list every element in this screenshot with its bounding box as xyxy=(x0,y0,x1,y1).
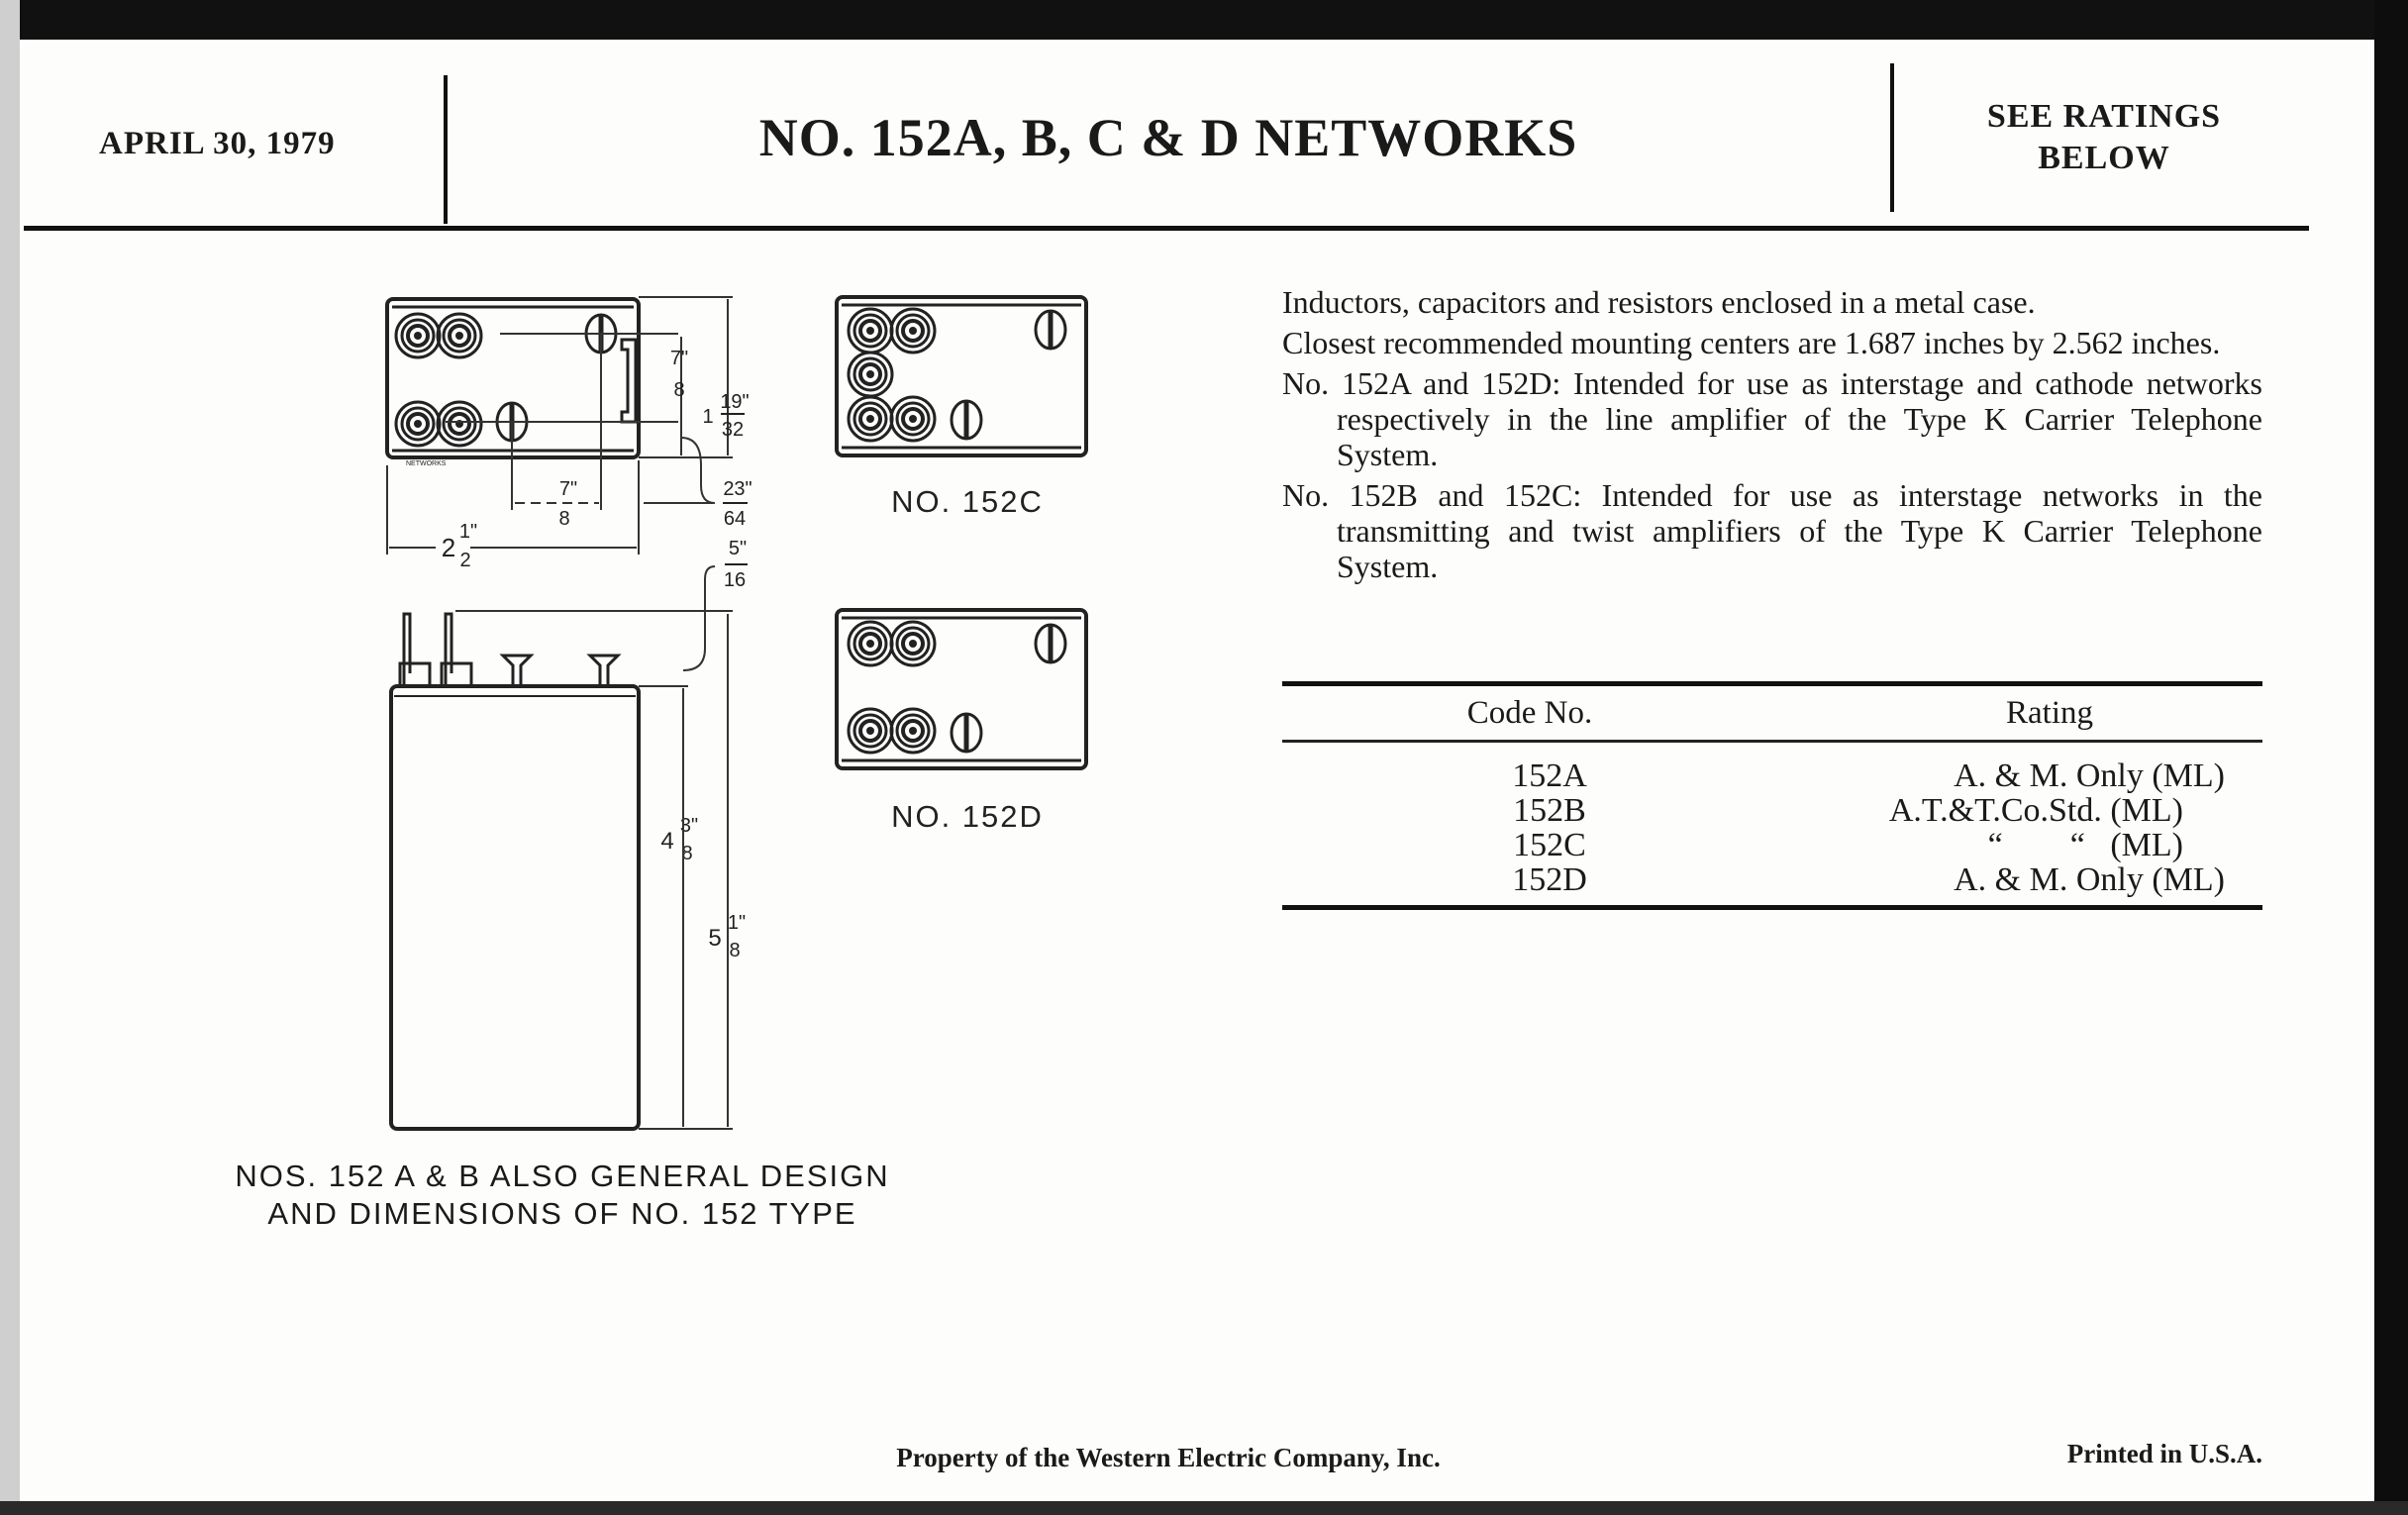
dim-1-19-32-den: 32 xyxy=(722,419,744,441)
header-code: Code No. xyxy=(1466,694,1593,731)
description: Inductors, capacitors and resistors encl… xyxy=(1282,284,2262,589)
scan-border-bottom xyxy=(0,1501,2408,1515)
scan-border-right xyxy=(2374,0,2408,1515)
drawing-152c xyxy=(835,295,1088,457)
rating-cell: A. & M. Only (ML) xyxy=(1954,758,2225,794)
ratings-table: Code No. Rating 152A A. & M. Only (ML) 15… xyxy=(1282,681,2262,910)
dim-4-3-8-whole: 4 xyxy=(660,828,673,855)
code-cell: 152D xyxy=(1512,861,1587,898)
dim-4-3-8-num: 3" xyxy=(680,815,698,837)
description-paragraph: Inductors, capacitors and resistors encl… xyxy=(1282,284,2036,320)
table-row: 152A A. & M. Only (ML) xyxy=(1282,758,2262,793)
code-cell: 152A xyxy=(1512,758,1587,794)
drawing-caption-line1: NOS. 152 A & B ALSO GENERAL DESIGN xyxy=(235,1159,890,1193)
ratings-note-line2: BELOW xyxy=(2038,140,2170,176)
dim-7-8-den: 8 xyxy=(673,379,684,401)
dim-2-1-2-den: 2 xyxy=(459,550,470,571)
issue-date: APRIL 30, 1979 xyxy=(99,126,336,161)
scan-border-top xyxy=(0,0,2408,40)
header-divider xyxy=(1890,63,1894,212)
dim-2-1-2-num: 1" xyxy=(459,521,477,543)
header-divider xyxy=(444,75,448,224)
table-row: 152B A.T.&T.Co.Std. (ML) xyxy=(1282,793,2262,828)
label-152c: NO. 152C xyxy=(891,484,1044,519)
top-view-152: NETWORKS xyxy=(385,296,733,555)
scan-border-left xyxy=(0,0,20,1515)
ratings-note: SEE RATINGS BELOW xyxy=(1901,96,2307,179)
dim-5-1-8-den: 8 xyxy=(729,940,740,961)
label-152d: NO. 152D xyxy=(891,799,1044,834)
case-marking: NETWORKS xyxy=(406,460,447,467)
page-title: NO. 152A, B, C & D NETWORKS xyxy=(758,108,1578,167)
code-cell: 152C xyxy=(1513,827,1586,863)
rating-cell: A.T.&T.Co.Std. (ML) xyxy=(1888,792,2183,829)
dim-23-64-den: 64 xyxy=(724,508,746,530)
dim-1-19-32-whole: 1 xyxy=(702,406,713,428)
dim-7-8h-num: 7" xyxy=(559,478,577,500)
ratings-note-line1: SEE RATINGS xyxy=(1986,98,2222,135)
table-row: 152D A. & M. Only (ML) xyxy=(1282,862,2262,897)
footer-property: Property of the Western Electric Company… xyxy=(896,1443,1441,1472)
side-view-152 xyxy=(389,565,733,1131)
dim-4-3-8-den: 8 xyxy=(681,843,692,864)
code-cell: 152B xyxy=(1513,792,1586,829)
dim-5-1-8-whole: 5 xyxy=(708,925,721,952)
drawing-152d xyxy=(835,608,1088,770)
rating-cell: “ “ (ML) xyxy=(1987,827,2183,863)
table-row: 152C “ “ (ML) xyxy=(1282,828,2262,862)
dimension-labels: 7" 8 1 19" 32 7" 8 23" 64 2 1" 2 5" 16 4… xyxy=(442,348,752,961)
drawing-caption-line2: AND DIMENSIONS OF NO. 152 TYPE xyxy=(267,1196,857,1231)
table-rule-bottom xyxy=(1282,905,2262,910)
network-drawings: NETWORKS 7" 8 1 19" 32 7" 8 23" 64 2 1" … xyxy=(385,295,1088,1131)
table-rule-header xyxy=(1282,740,2262,743)
footer-printed: Printed in U.S.A. xyxy=(2066,1439,2262,1468)
description-paragraph: No. 152A and 152D: Intended for use as i… xyxy=(1282,365,2262,472)
description-paragraph: Closest recommended mounting centers are… xyxy=(1282,325,2221,360)
dim-2-1-2-whole: 2 xyxy=(442,533,455,562)
table-header: Code No. Rating xyxy=(1282,686,2262,740)
rating-cell: A. & M. Only (ML) xyxy=(1954,861,2225,898)
description-paragraph: No. 152B and 152C: Intended for use as i… xyxy=(1282,477,2262,584)
dim-5-16-den: 16 xyxy=(724,569,746,591)
dim-7-8h-den: 8 xyxy=(558,508,569,530)
dim-5-16-num: 5" xyxy=(729,538,747,559)
dim-7-8-num: 7" xyxy=(670,348,688,369)
header-rating: Rating xyxy=(2006,694,2093,731)
header-rule xyxy=(24,226,2309,231)
dim-1-19-32-num: 19" xyxy=(720,391,749,413)
dim-5-1-8-num: 1" xyxy=(728,912,746,934)
table-rule-top xyxy=(1282,681,2262,686)
dim-23-64-num: 23" xyxy=(723,478,752,500)
